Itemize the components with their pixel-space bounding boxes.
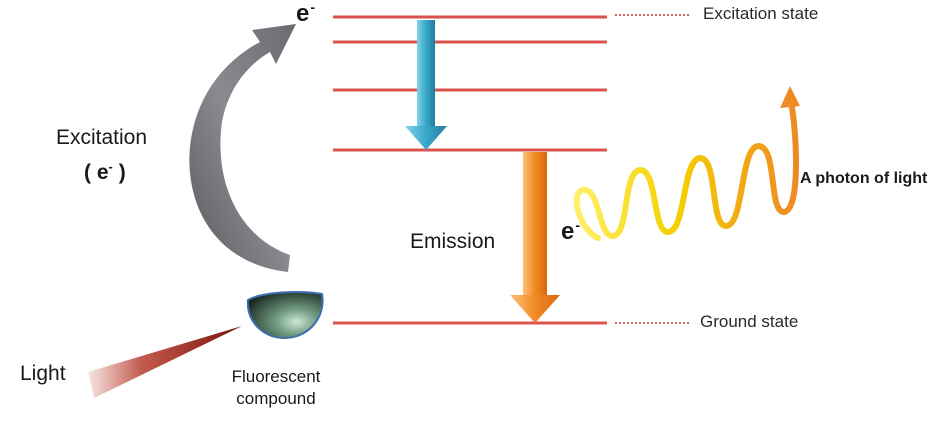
light-beam-icon [88, 326, 242, 398]
excitation-curved-arrow-icon [189, 24, 296, 272]
ground-state-label: Ground state [700, 312, 799, 331]
emission-arrow-icon [510, 152, 560, 323]
electron-top-sup: - [310, 0, 316, 15]
electron-mid-text: e [561, 218, 575, 245]
electron-top-label: e- [296, 0, 315, 28]
electron-top-text: e [296, 0, 310, 27]
photon-wave-icon [573, 86, 800, 241]
emission-label: Emission [410, 230, 496, 253]
excitation-state-label: Excitation state [703, 4, 819, 23]
excitation-electron-open: ( e [84, 161, 109, 184]
excitation-electron-label: ( e- ) [84, 159, 126, 185]
photon-label: A photon of light [800, 170, 928, 187]
compound-label: Fluorescent compound [216, 366, 336, 410]
relaxation-arrow-icon [405, 20, 447, 150]
excitation-label: Excitation [56, 126, 148, 149]
compound-label-line1: Fluorescent [231, 367, 321, 386]
excitation-electron-close: ) [112, 161, 126, 184]
excitation-electron-sup: - [108, 159, 113, 174]
electron-mid-sup: - [575, 217, 581, 233]
light-label: Light [20, 362, 66, 385]
compound-label-line2: compound [236, 389, 316, 408]
fluorescent-compound-icon [246, 291, 324, 340]
electron-mid-label: e- [561, 218, 580, 246]
